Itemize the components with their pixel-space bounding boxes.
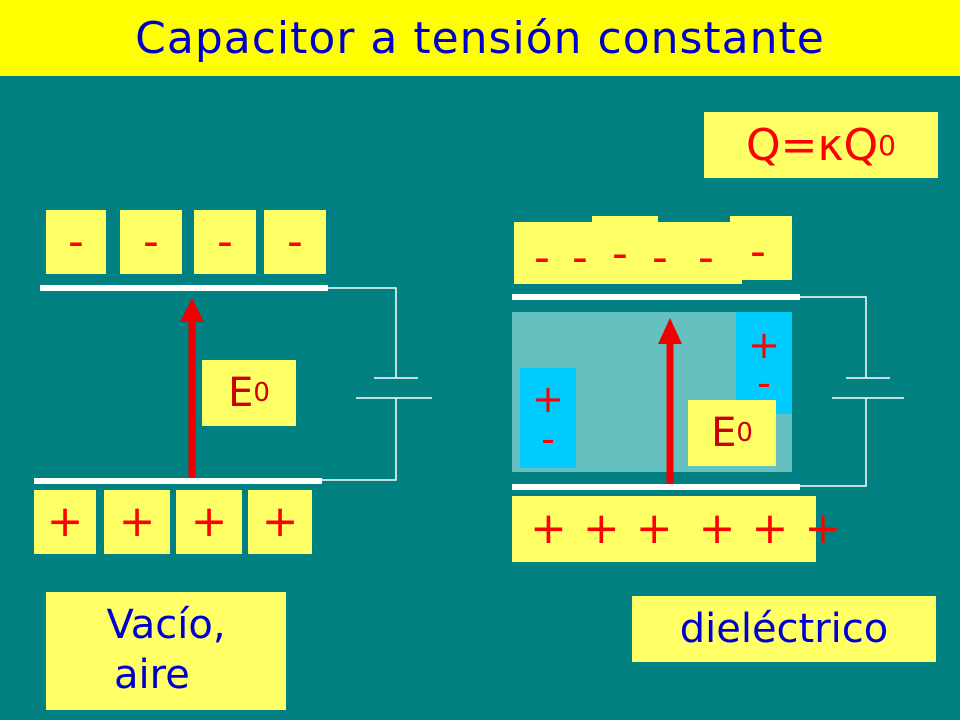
- dipole-left-minus: -: [541, 417, 555, 461]
- left-bottom-charge-1: +: [34, 490, 96, 554]
- formula-sub: 0: [878, 128, 896, 162]
- right-caption: dieléctrico: [632, 596, 936, 662]
- dipole-left: + -: [520, 368, 576, 468]
- right-top-plate: [512, 294, 800, 300]
- left-top-plate: [40, 285, 328, 291]
- dipole-right-plus: +: [748, 323, 780, 367]
- right-top-charge-6: -: [750, 226, 766, 277]
- left-bottom-charge-3: +: [176, 490, 242, 554]
- right-bottom-charge-4: +: [698, 503, 736, 554]
- page-title: Capacitor a tensión constante: [0, 0, 960, 76]
- formula-q0: Q: [843, 119, 879, 171]
- right-top-charge-4: -: [652, 232, 668, 283]
- right-top-charge-1: -: [534, 232, 550, 283]
- formula-kappa: κ: [817, 119, 844, 171]
- left-caption: Vacío, aire: [46, 592, 286, 710]
- right-bottom-charge-box: + + + + + +: [512, 496, 841, 562]
- right-top-charge-box-4: [730, 216, 792, 280]
- right-bottom-charge-1: +: [530, 503, 567, 554]
- right-bottom-plate: [512, 484, 800, 490]
- dipole-left-plus: +: [532, 377, 564, 421]
- right-top-charge-2: -: [572, 232, 588, 283]
- left-bottom-charge-2: +: [104, 490, 170, 554]
- left-top-charge-1: -: [46, 210, 106, 274]
- right-bottom-charge-3: +: [635, 503, 673, 554]
- left-bottom-charge-4: +: [248, 490, 312, 554]
- left-top-charge-3: -: [194, 210, 256, 274]
- right-bottom-charge-2: +: [582, 503, 620, 554]
- right-top-charge-box-3: [632, 222, 742, 284]
- right-bottom-charge-5: +: [751, 503, 789, 554]
- dipole-right: + -: [736, 312, 792, 414]
- formula-q: Q=: [746, 119, 818, 171]
- right-top-charge-3: -: [612, 228, 628, 279]
- left-bottom-plate: [34, 478, 322, 484]
- left-caption-line1: Vacío,: [106, 602, 226, 648]
- right-bottom-charge-6: +: [804, 503, 842, 554]
- left-top-charge-4: -: [264, 210, 326, 274]
- left-top-charge-2: -: [120, 210, 182, 274]
- dipole-right-minus: -: [757, 361, 771, 405]
- left-caption-line2: aire: [114, 652, 190, 698]
- right-top-charge-5: -: [698, 232, 714, 283]
